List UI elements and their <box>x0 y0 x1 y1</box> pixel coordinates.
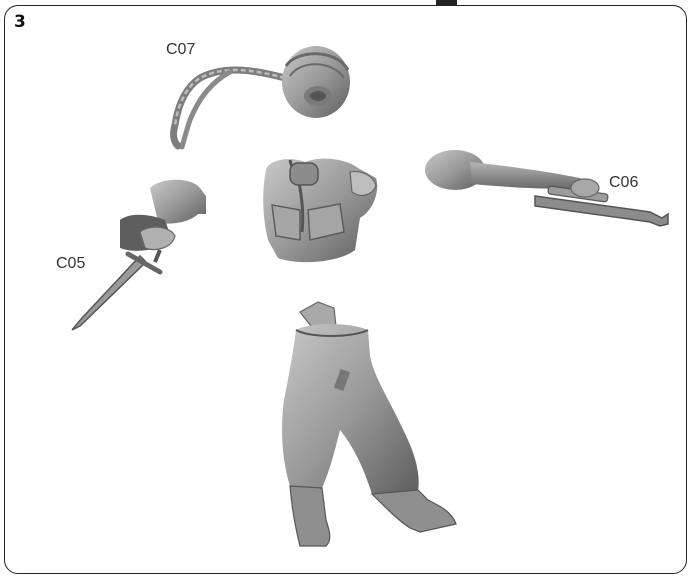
legs-icon <box>282 302 456 546</box>
arm-with-rifle-icon <box>425 150 668 226</box>
head-with-braid-icon <box>174 46 350 147</box>
arm-with-knife-icon <box>72 180 206 330</box>
torso-icon <box>263 159 377 263</box>
